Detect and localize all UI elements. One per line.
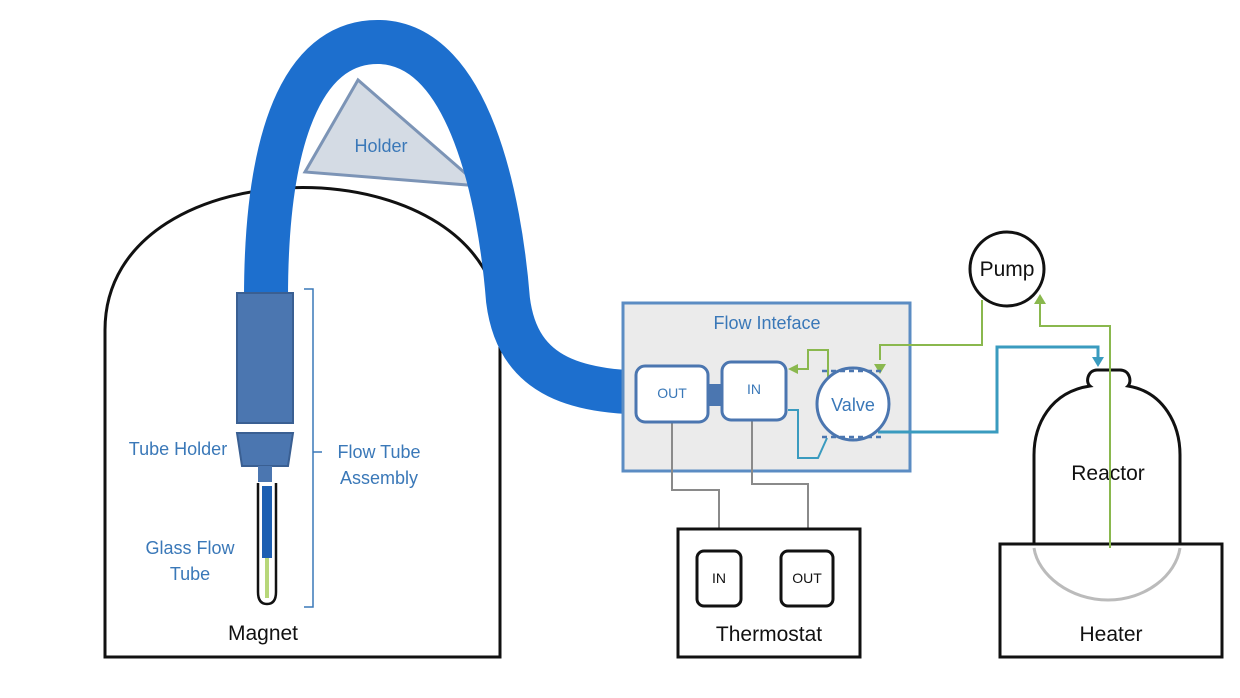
tube-holder-label: Tube Holder bbox=[129, 439, 227, 459]
reactor-to-pump-arrow bbox=[1034, 294, 1046, 304]
flow-tube-hose bbox=[244, 20, 661, 415]
in-to-valve-line bbox=[788, 409, 828, 459]
thermostat-out-label: OUT bbox=[792, 570, 822, 586]
valve-to-in-arrow bbox=[788, 364, 798, 374]
interface-in-port bbox=[720, 360, 788, 422]
pump-circle bbox=[968, 230, 1046, 308]
glass-tube-inner bbox=[262, 486, 272, 558]
pump-to-valve-line bbox=[879, 300, 983, 360]
holder-label: Holder bbox=[354, 136, 407, 156]
reactor-bottom-hidden bbox=[1032, 547, 1182, 602]
valve-to-reactor-line bbox=[878, 345, 1100, 434]
assembly-bracket bbox=[304, 288, 314, 608]
reactor-label: Reactor bbox=[1071, 462, 1145, 485]
heater-label: Heater bbox=[1079, 623, 1142, 646]
reactor-to-pump-line bbox=[1039, 300, 1111, 548]
pump-to-valve-arrow bbox=[874, 364, 886, 374]
magnet-enclosure bbox=[103, 186, 502, 659]
thermostat-out-port bbox=[779, 549, 835, 608]
port-connector bbox=[709, 384, 724, 406]
flow-tube-body bbox=[236, 292, 294, 424]
glass-flow-tube-label-line2: Tube bbox=[170, 564, 210, 584]
valve-to-reactor-arrow bbox=[1092, 357, 1104, 367]
holder-triangle bbox=[302, 77, 485, 188]
valve-to-in-line bbox=[796, 349, 829, 378]
interface-in-label: IN bbox=[747, 381, 761, 397]
valve-circle bbox=[815, 366, 891, 442]
magnet-label: Magnet bbox=[228, 622, 298, 645]
thermostat-line-out bbox=[671, 421, 720, 552]
tube-connector bbox=[258, 466, 272, 482]
thermostat-in-port bbox=[695, 549, 743, 608]
interface-out-label: OUT bbox=[657, 385, 687, 401]
pump-label: Pump bbox=[980, 258, 1035, 281]
thermostat-line-in bbox=[751, 421, 809, 552]
flow-tube-assembly-label-line2: Assembly bbox=[340, 468, 418, 488]
glass-flow-tube-label-line1: Glass Flow bbox=[145, 538, 235, 558]
thermostat-label: Thermostat bbox=[716, 623, 822, 646]
flow-tube-assembly-label-line1: Flow Tube bbox=[337, 442, 420, 462]
tube-holder-block bbox=[235, 432, 295, 467]
flow-interface-label: Flow Inteface bbox=[713, 313, 820, 333]
glass-flow-tube bbox=[256, 483, 278, 606]
valve-label: Valve bbox=[831, 395, 875, 415]
interface-out-port bbox=[634, 364, 710, 424]
thermostat-in-label: IN bbox=[712, 570, 726, 586]
